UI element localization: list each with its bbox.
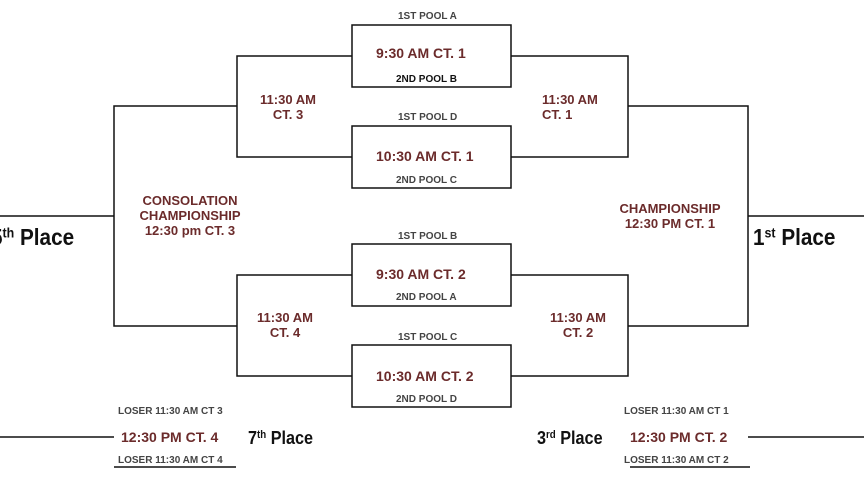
seventh-place-suffix: th bbox=[257, 429, 267, 442]
championship-line2: 12:30 PM CT. 1 bbox=[624, 216, 716, 231]
third-place-label: 3rd Place bbox=[537, 429, 603, 447]
first-place-label: 1st Place bbox=[753, 226, 835, 249]
seventh-place-word: Place bbox=[266, 428, 314, 448]
seed-2nd-pool-c: 2ND POOL C bbox=[396, 175, 457, 186]
third-place-word: Place bbox=[555, 428, 603, 448]
seed-1st-pool-a: 1ST POOL A bbox=[398, 11, 457, 22]
championship-line1: CHAMPIONSHIP bbox=[619, 201, 721, 216]
fifth-place-word: Place bbox=[14, 224, 75, 250]
fifth-place-suffix: th bbox=[2, 225, 15, 241]
seed-2nd-pool-a: 2ND POOL A bbox=[396, 292, 457, 303]
game-1030-ct1-label: 10:30 AM CT. 1 bbox=[376, 148, 474, 164]
game-1130-ct2-time: 11:30 AM bbox=[550, 310, 606, 325]
third-game-label: 12:30 PM CT. 2 bbox=[627, 430, 731, 444]
game-1130-ct3-court: CT. 3 bbox=[272, 107, 304, 122]
championship-label: CHAMPIONSHIP 12:30 PM CT. 1 bbox=[600, 201, 740, 231]
game-1130-ct4: 11:30 AM CT. 4 bbox=[244, 310, 326, 340]
fifth-place-num: 5 bbox=[0, 224, 3, 250]
game-1030-ct2-label: 10:30 AM CT. 2 bbox=[376, 368, 474, 384]
seventh-seed-top: LOSER 11:30 AM CT 3 bbox=[118, 406, 223, 417]
game-1130-ct3-time: 11:30 AM bbox=[260, 92, 316, 107]
consolation-championship-label: CONSOLATION CHAMPIONSHIP 12:30 pm CT. 3 bbox=[121, 193, 259, 238]
first-place-num: 1 bbox=[753, 224, 765, 250]
seventh-place-num: 7 bbox=[248, 428, 258, 448]
game-1130-ct3: 11:30 AM CT. 3 bbox=[247, 92, 329, 122]
game-1130-ct2-court: CT. 2 bbox=[562, 325, 594, 340]
seventh-place-label: 7th Place bbox=[248, 429, 313, 447]
consolation-line1: CONSOLATION bbox=[142, 193, 238, 208]
third-place-suffix: rd bbox=[546, 429, 556, 442]
game-930-ct1-label: 9:30 AM CT. 1 bbox=[376, 45, 466, 61]
seventh-seed-bottom: LOSER 11:30 AM CT 4 bbox=[118, 455, 223, 466]
game-1130-ct1-court: CT. 1 bbox=[542, 107, 573, 122]
seventh-game-label: 12:30 PM CT. 4 bbox=[118, 430, 222, 444]
seed-2nd-pool-d: 2ND POOL D bbox=[396, 394, 457, 405]
game-1130-ct1-time: 11:30 AM bbox=[542, 92, 598, 107]
first-place-suffix: st bbox=[764, 225, 776, 241]
third-seed-top: LOSER 11:30 AM CT 1 bbox=[624, 406, 729, 417]
game-1130-ct4-court: CT. 4 bbox=[269, 325, 301, 340]
seed-1st-pool-c: 1ST POOL C bbox=[398, 332, 458, 343]
seed-1st-pool-b: 1ST POOL B bbox=[398, 231, 458, 242]
first-place-word: Place bbox=[775, 224, 836, 250]
consolation-line2: CHAMPIONSHIP bbox=[139, 208, 241, 223]
consolation-line3: 12:30 pm CT. 3 bbox=[144, 223, 236, 238]
seed-1st-pool-d: 1ST POOL D bbox=[398, 112, 458, 123]
fifth-place-label: 5th Place bbox=[0, 226, 74, 249]
game-1130-ct4-time: 11:30 AM bbox=[257, 310, 313, 325]
game-1130-ct1: 11:30 AM CT. 1 bbox=[542, 92, 598, 122]
game-930-ct2-label: 9:30 AM CT. 2 bbox=[376, 266, 466, 282]
game-1130-ct2: 11:30 AM CT. 2 bbox=[537, 310, 619, 340]
third-place-num: 3 bbox=[537, 428, 547, 448]
third-seed-bottom: LOSER 11:30 AM CT 2 bbox=[624, 455, 729, 466]
seed-2nd-pool-b: 2ND POOL B bbox=[396, 74, 457, 85]
